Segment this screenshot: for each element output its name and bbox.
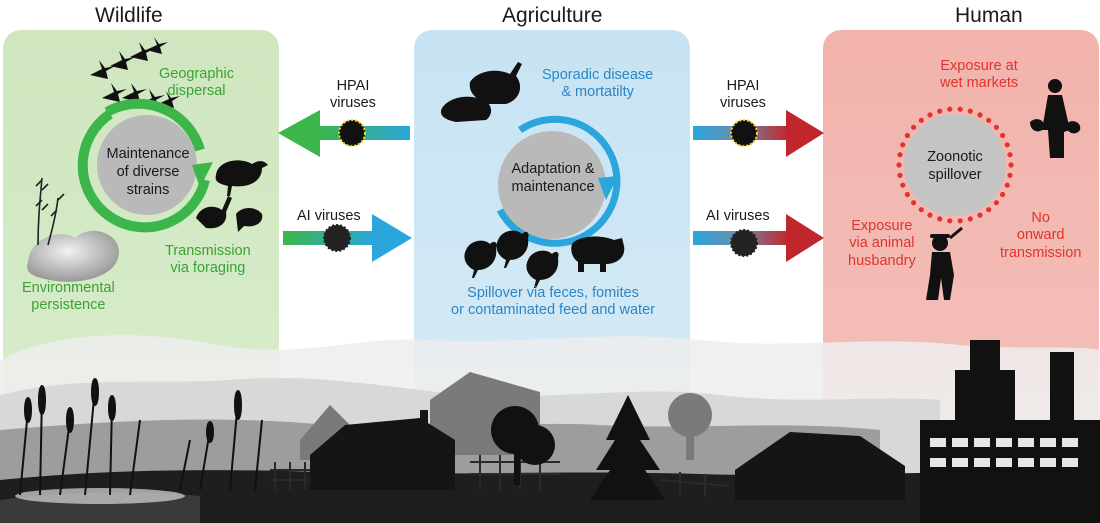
ring-dot	[1000, 132, 1006, 139]
ring-dot	[1007, 152, 1013, 158]
ai-virus-icon	[323, 224, 351, 252]
wildlife-cycle-disc	[97, 115, 197, 215]
fences	[270, 455, 731, 497]
ring-dot	[927, 112, 933, 118]
ring-dot	[1000, 191, 1006, 198]
hpai-virus-icon-right	[730, 119, 758, 147]
barn-left	[310, 410, 455, 490]
zoonotic-dotted-ring	[904, 114, 1006, 216]
poultry-and-pig-icon	[464, 230, 625, 288]
ring-dot	[993, 124, 1000, 130]
ring-dot	[937, 216, 943, 222]
ring-dot	[927, 212, 933, 218]
header-human: Human	[955, 4, 1023, 27]
environmental-rock	[26, 230, 119, 282]
trees	[491, 395, 665, 500]
ring-dot	[904, 132, 911, 139]
sporadic-disease-label: Sporadic disease& mortatilty	[542, 67, 654, 101]
header-wildlife: Wildlife	[95, 4, 163, 27]
hpai-virus-icon	[338, 119, 366, 147]
ring-dot	[977, 212, 983, 218]
ring-dot	[1004, 182, 1010, 188]
ai-right-label: AI viruses	[706, 208, 770, 224]
ring-dot	[896, 162, 902, 168]
ring-dot	[957, 218, 963, 224]
ring-dot	[993, 200, 1000, 206]
ring-dot	[1008, 162, 1014, 168]
agriculture-cycle-arrow	[496, 115, 621, 247]
ring-dot	[904, 191, 911, 198]
ring-dot	[947, 106, 953, 112]
ring-dot	[986, 117, 992, 123]
ring-dot	[967, 216, 973, 222]
header-agriculture: Agriculture	[502, 4, 603, 27]
market-woman-icon	[1030, 79, 1081, 158]
ring-dot	[1004, 142, 1010, 148]
ring-dot	[900, 182, 906, 188]
ring-dot	[911, 124, 917, 130]
ring-dot	[967, 108, 973, 114]
farmer-icon	[926, 226, 963, 300]
ring-dot	[918, 117, 924, 123]
factory	[920, 340, 1100, 523]
hpai-arrow-to-human	[693, 110, 824, 157]
ring-dot	[1007, 172, 1013, 178]
agriculture-circle-label: Adaptation &maintenance	[511, 161, 595, 196]
agriculture-cycle-disc	[498, 131, 606, 239]
dead-poultry-icon	[440, 62, 522, 122]
ring-dot	[986, 207, 992, 213]
wetland-plant	[35, 177, 65, 246]
ring-dot	[897, 172, 903, 178]
ring-dot	[937, 108, 943, 114]
ai-virus-icon-right	[730, 229, 758, 257]
ring-dot	[918, 207, 924, 213]
factory-windows	[930, 438, 1078, 467]
zoonotic-ring-dots	[896, 106, 1014, 224]
barn-right	[735, 432, 905, 500]
pond	[15, 488, 185, 504]
wild-birds-icon	[196, 160, 268, 232]
ring-dot	[900, 142, 906, 148]
ring-dot	[897, 152, 903, 158]
ring-dot	[977, 112, 983, 118]
reeds	[19, 378, 263, 496]
ai-left-label: AI viruses	[297, 208, 361, 224]
ring-dot	[957, 106, 963, 112]
wildlife-cycle-arrow	[77, 109, 210, 233]
ring-dot	[947, 218, 953, 224]
ring-dot	[911, 200, 917, 206]
